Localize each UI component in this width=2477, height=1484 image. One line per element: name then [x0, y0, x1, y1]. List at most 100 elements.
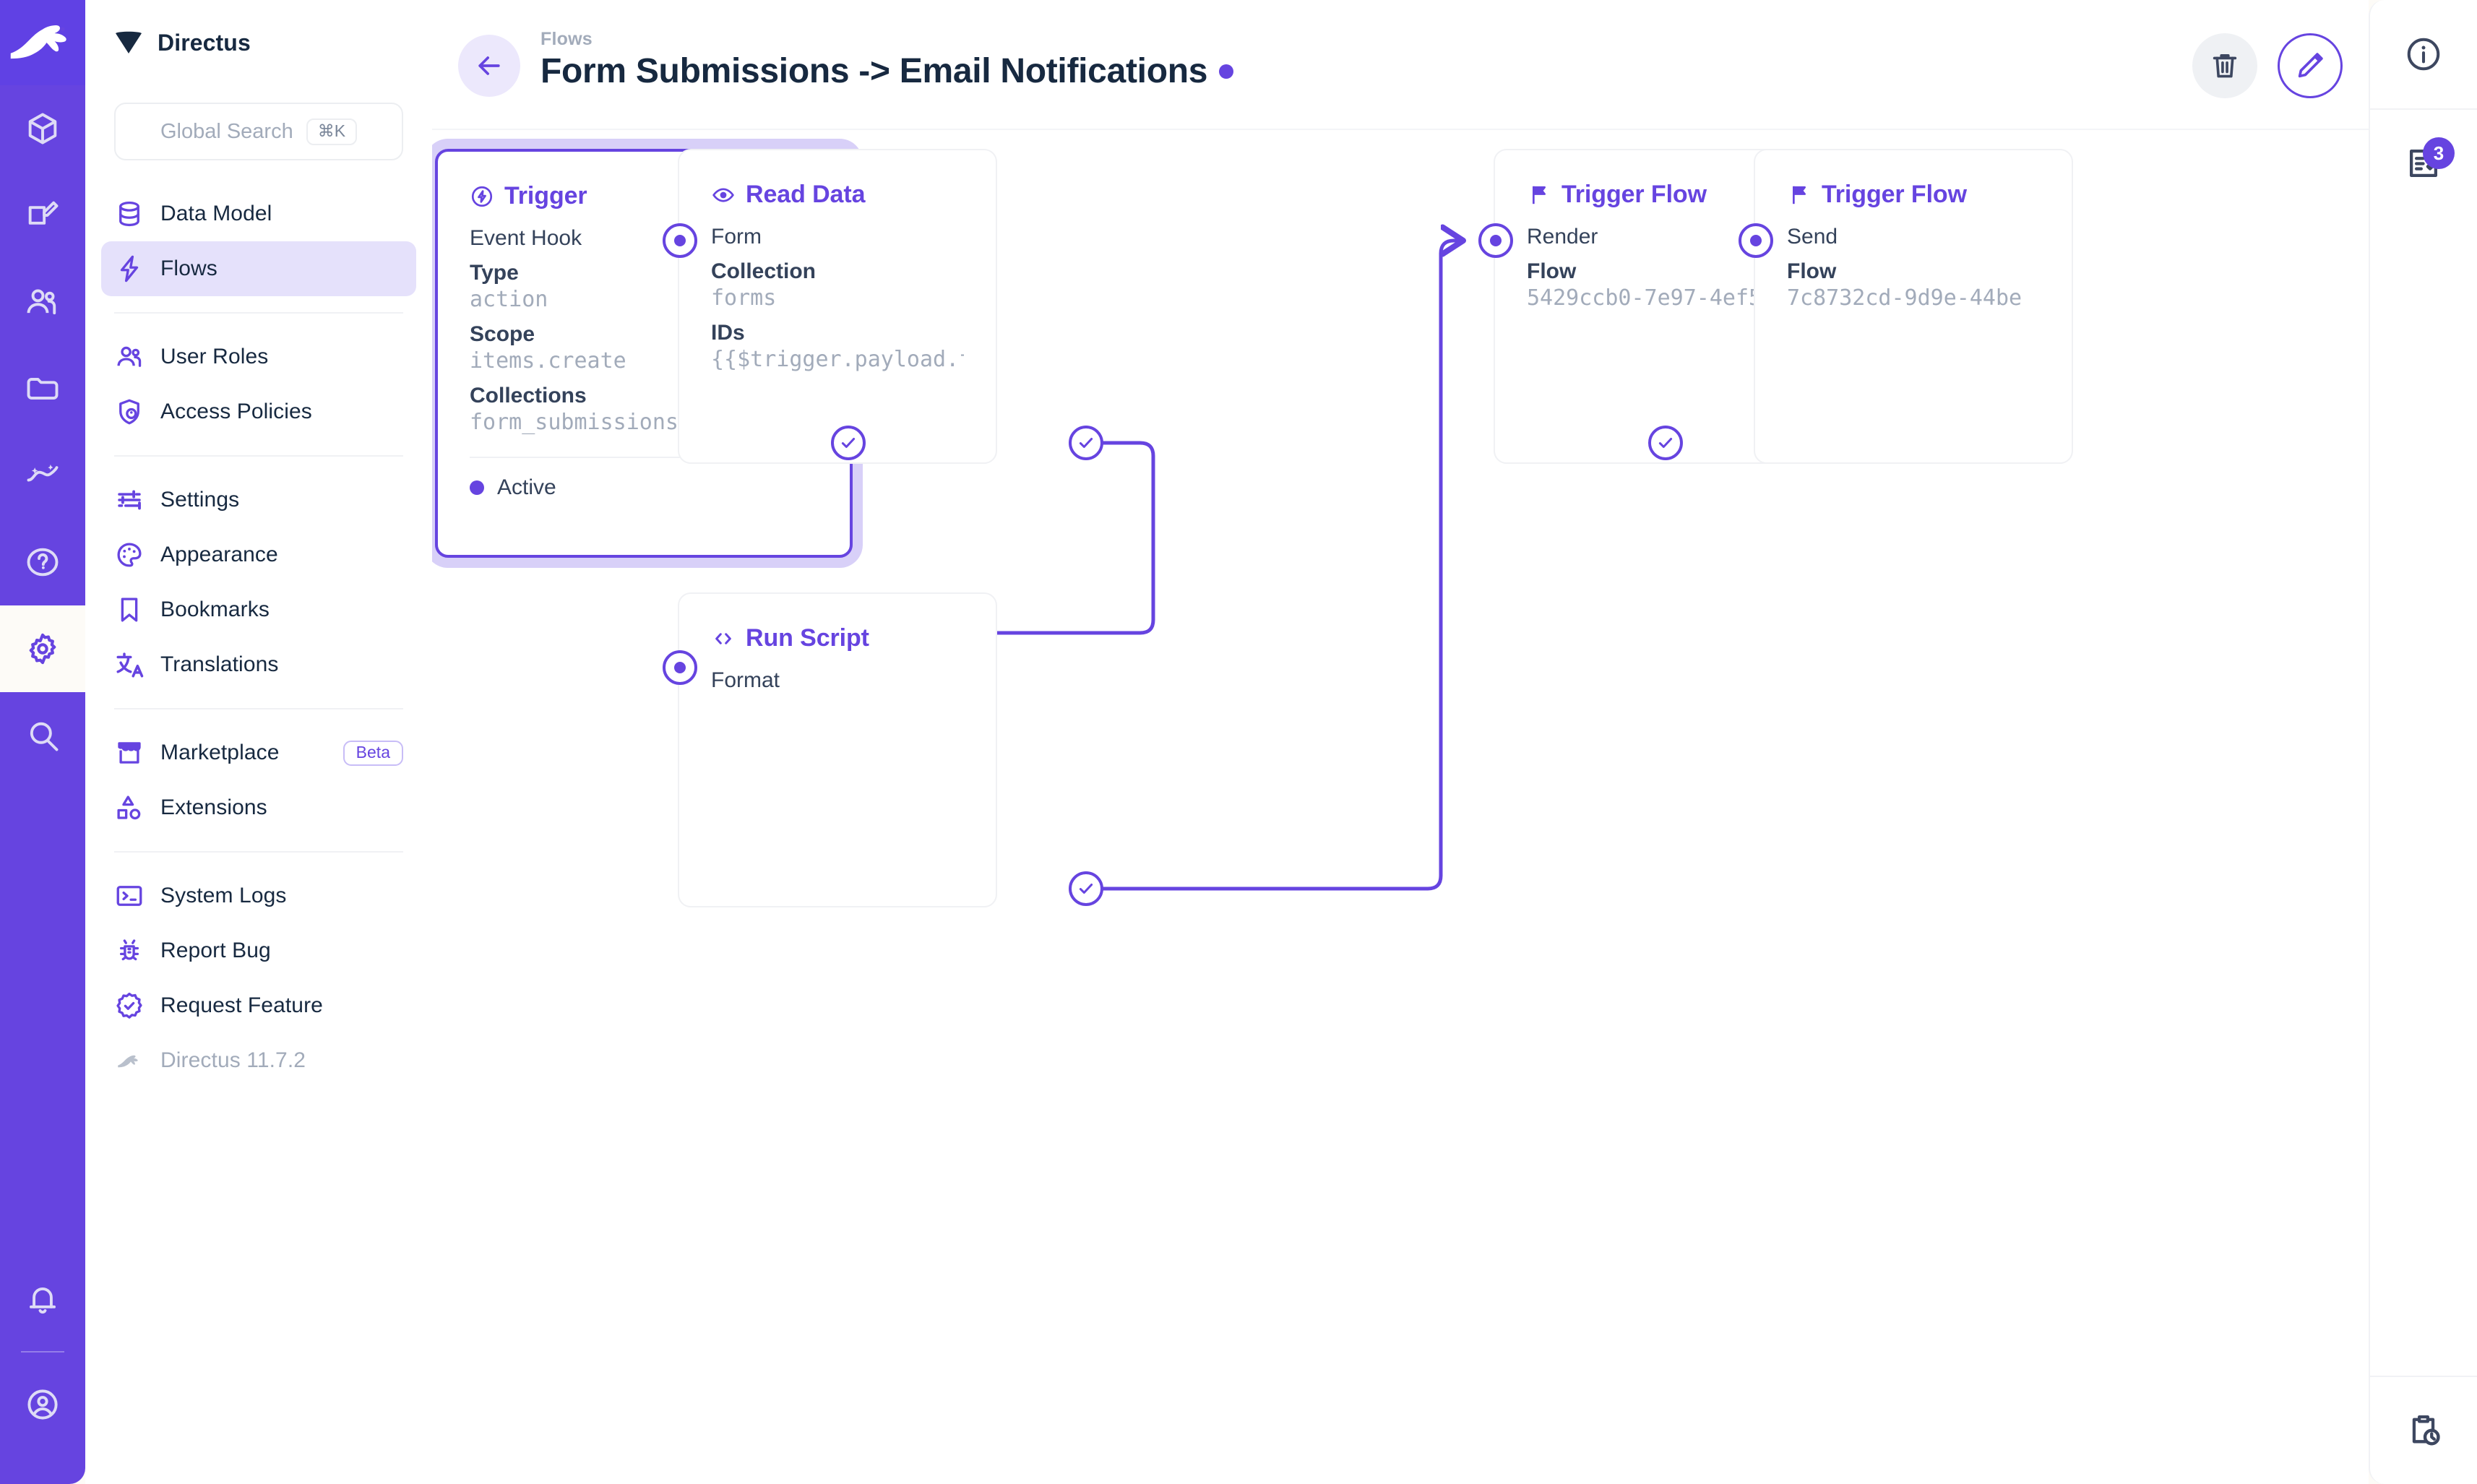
- flow-node-trigger-flow-send[interactable]: Trigger Flow Send Flow 7c8732cd-9d9e-44b…: [1754, 149, 2073, 464]
- edit-flow-button[interactable]: [2278, 33, 2343, 98]
- sidebar-item-extensions[interactable]: Extensions: [101, 780, 416, 835]
- sidebar-item-flows[interactable]: Flows: [101, 241, 416, 296]
- directus-logo-button[interactable]: [0, 0, 85, 85]
- avatar-icon: [27, 1389, 58, 1420]
- node-name: Render: [1527, 225, 1598, 249]
- node-name: Format: [711, 668, 780, 692]
- terminal-icon: [116, 886, 142, 906]
- field-label: IDs: [711, 321, 745, 345]
- sidebar-item-request-feature[interactable]: Request Feature: [101, 978, 416, 1033]
- active-status-dot: [470, 480, 484, 495]
- sidebar-item-label: Flows: [160, 256, 217, 280]
- breadcrumb[interactable]: Flows: [540, 29, 593, 49]
- trash-icon: [2213, 53, 2237, 78]
- rabbit-icon: [118, 1055, 138, 1068]
- flag-icon: [1533, 186, 1546, 204]
- flow-node-read-data[interactable]: Read Data Form Collection forms IDs {{$t…: [678, 149, 997, 464]
- header-actions: [2192, 33, 2343, 98]
- sidebar-divider: [114, 851, 403, 853]
- node-name: Form: [711, 225, 762, 249]
- flag-icon: [1793, 186, 1806, 204]
- check-icon: [1079, 438, 1093, 448]
- rail-item-search[interactable]: [0, 692, 85, 779]
- field-value: forms: [711, 285, 777, 311]
- rail-item-content[interactable]: [0, 85, 85, 172]
- palette-icon: [117, 543, 142, 567]
- sidebar-brand[interactable]: Directus: [85, 0, 432, 85]
- check-icon: [1658, 438, 1673, 448]
- rail-item-users[interactable]: [0, 259, 85, 345]
- read-data-output-handle[interactable]: [1069, 426, 1103, 460]
- rail-item-insights[interactable]: [0, 432, 85, 519]
- rail-item-help[interactable]: [0, 519, 85, 605]
- trigger-flow-send-input-handle[interactable]: [1739, 223, 1773, 258]
- node-header: Trigger Flow: [1755, 150, 2072, 209]
- node-body: Format: [679, 652, 996, 725]
- check-icon: [1079, 884, 1093, 894]
- sidebar-item-bookmarks[interactable]: Bookmarks: [101, 582, 416, 637]
- rail-item-account[interactable]: [0, 1361, 85, 1448]
- clipboard-clock-icon: [2412, 1415, 2440, 1446]
- logs-sidebar-button[interactable]: [2369, 1376, 2477, 1484]
- search-input[interactable]: Global Search ⌘K: [114, 103, 403, 160]
- field-value: action: [470, 287, 548, 312]
- field-value: form_submissions: [470, 410, 679, 435]
- node-body: Form Collection forms IDs {{$trigger.pay…: [679, 209, 996, 394]
- sidebar-item-label: Marketplace: [160, 741, 280, 764]
- users-icon: [117, 346, 142, 367]
- edit-box-icon: [28, 201, 59, 225]
- sidebar-item-system-logs[interactable]: System Logs: [101, 868, 416, 923]
- sidebar-item-translations[interactable]: Translations: [101, 637, 416, 692]
- back-button[interactable]: [458, 35, 520, 97]
- insights-icon: [27, 464, 59, 482]
- main-panel: Flows Form Submissions -> Email Notifica…: [432, 0, 2369, 1484]
- rail-item-files[interactable]: [0, 345, 85, 432]
- sidebar-item-label: Settings: [160, 488, 240, 512]
- flow-node-run-script[interactable]: Run Script Format: [678, 592, 997, 907]
- input-dot: [674, 662, 686, 673]
- bolt-icon: [120, 255, 139, 282]
- input-dot: [1750, 235, 1762, 246]
- sidebar-item-user-roles[interactable]: User Roles: [101, 329, 416, 384]
- bell-icon: [30, 1287, 56, 1314]
- navigation-sidebar: Directus Global Search ⌘K Data Model Flo…: [85, 0, 432, 1484]
- sidebar-item-appearance[interactable]: Appearance: [101, 527, 416, 582]
- sidebar-item-settings[interactable]: Settings: [101, 473, 416, 527]
- trigger-bolt-icon: [471, 186, 493, 207]
- code-icon: [715, 632, 731, 644]
- sidebar-item-data-model[interactable]: Data Model: [101, 186, 416, 241]
- badge-check-icon: [116, 992, 142, 1019]
- trigger-output-handle[interactable]: [831, 426, 866, 460]
- node-header: Trigger: [438, 152, 850, 210]
- node-footer: Active: [470, 457, 818, 500]
- info-sidebar-button[interactable]: [2369, 0, 2477, 108]
- active-status-label: Active: [497, 475, 556, 499]
- eye-icon: [712, 187, 734, 202]
- field-label: Collection: [711, 259, 817, 283]
- field-value: {{$trigger.payload.form}}: [711, 347, 964, 372]
- node-type-label: Trigger Flow: [1561, 181, 1707, 208]
- rail-item-editor[interactable]: [0, 172, 85, 259]
- flow-canvas[interactable]: Trigger Event Hook Type action Scope ite…: [432, 130, 2369, 1484]
- trigger-flow-render-input-handle[interactable]: [1478, 223, 1513, 258]
- sidebar-item-label: Extensions: [160, 795, 267, 819]
- marketplace-beta-badge: Beta: [343, 740, 403, 766]
- revisions-sidebar-button[interactable]: 3: [2369, 108, 2477, 217]
- delete-flow-button[interactable]: [2192, 33, 2257, 98]
- sidebar-divider: [114, 312, 403, 314]
- users-icon: [27, 289, 56, 315]
- sidebar-item-access-policies[interactable]: Access Policies: [101, 384, 416, 439]
- node-name: Send: [1787, 225, 1838, 249]
- sidebar-item-marketplace[interactable]: Marketplace Beta: [101, 725, 416, 780]
- translate-icon: [116, 652, 144, 678]
- directus-mark-icon: [116, 31, 142, 53]
- node-body: Render Flow 5429ccb0-7e97-4ef5-9d65-2b…: [1495, 209, 1812, 332]
- rail-item-notifications[interactable]: [0, 1256, 85, 1342]
- rail-item-settings[interactable]: [0, 605, 85, 692]
- run-script-output-handle[interactable]: [1069, 871, 1103, 906]
- read-data-input-handle[interactable]: [663, 223, 697, 258]
- sidebar-item-report-bug[interactable]: Report Bug: [101, 923, 416, 978]
- trigger-flow-render-output-handle[interactable]: [1648, 426, 1683, 460]
- run-script-input-handle[interactable]: [663, 650, 697, 685]
- database-icon: [119, 201, 139, 227]
